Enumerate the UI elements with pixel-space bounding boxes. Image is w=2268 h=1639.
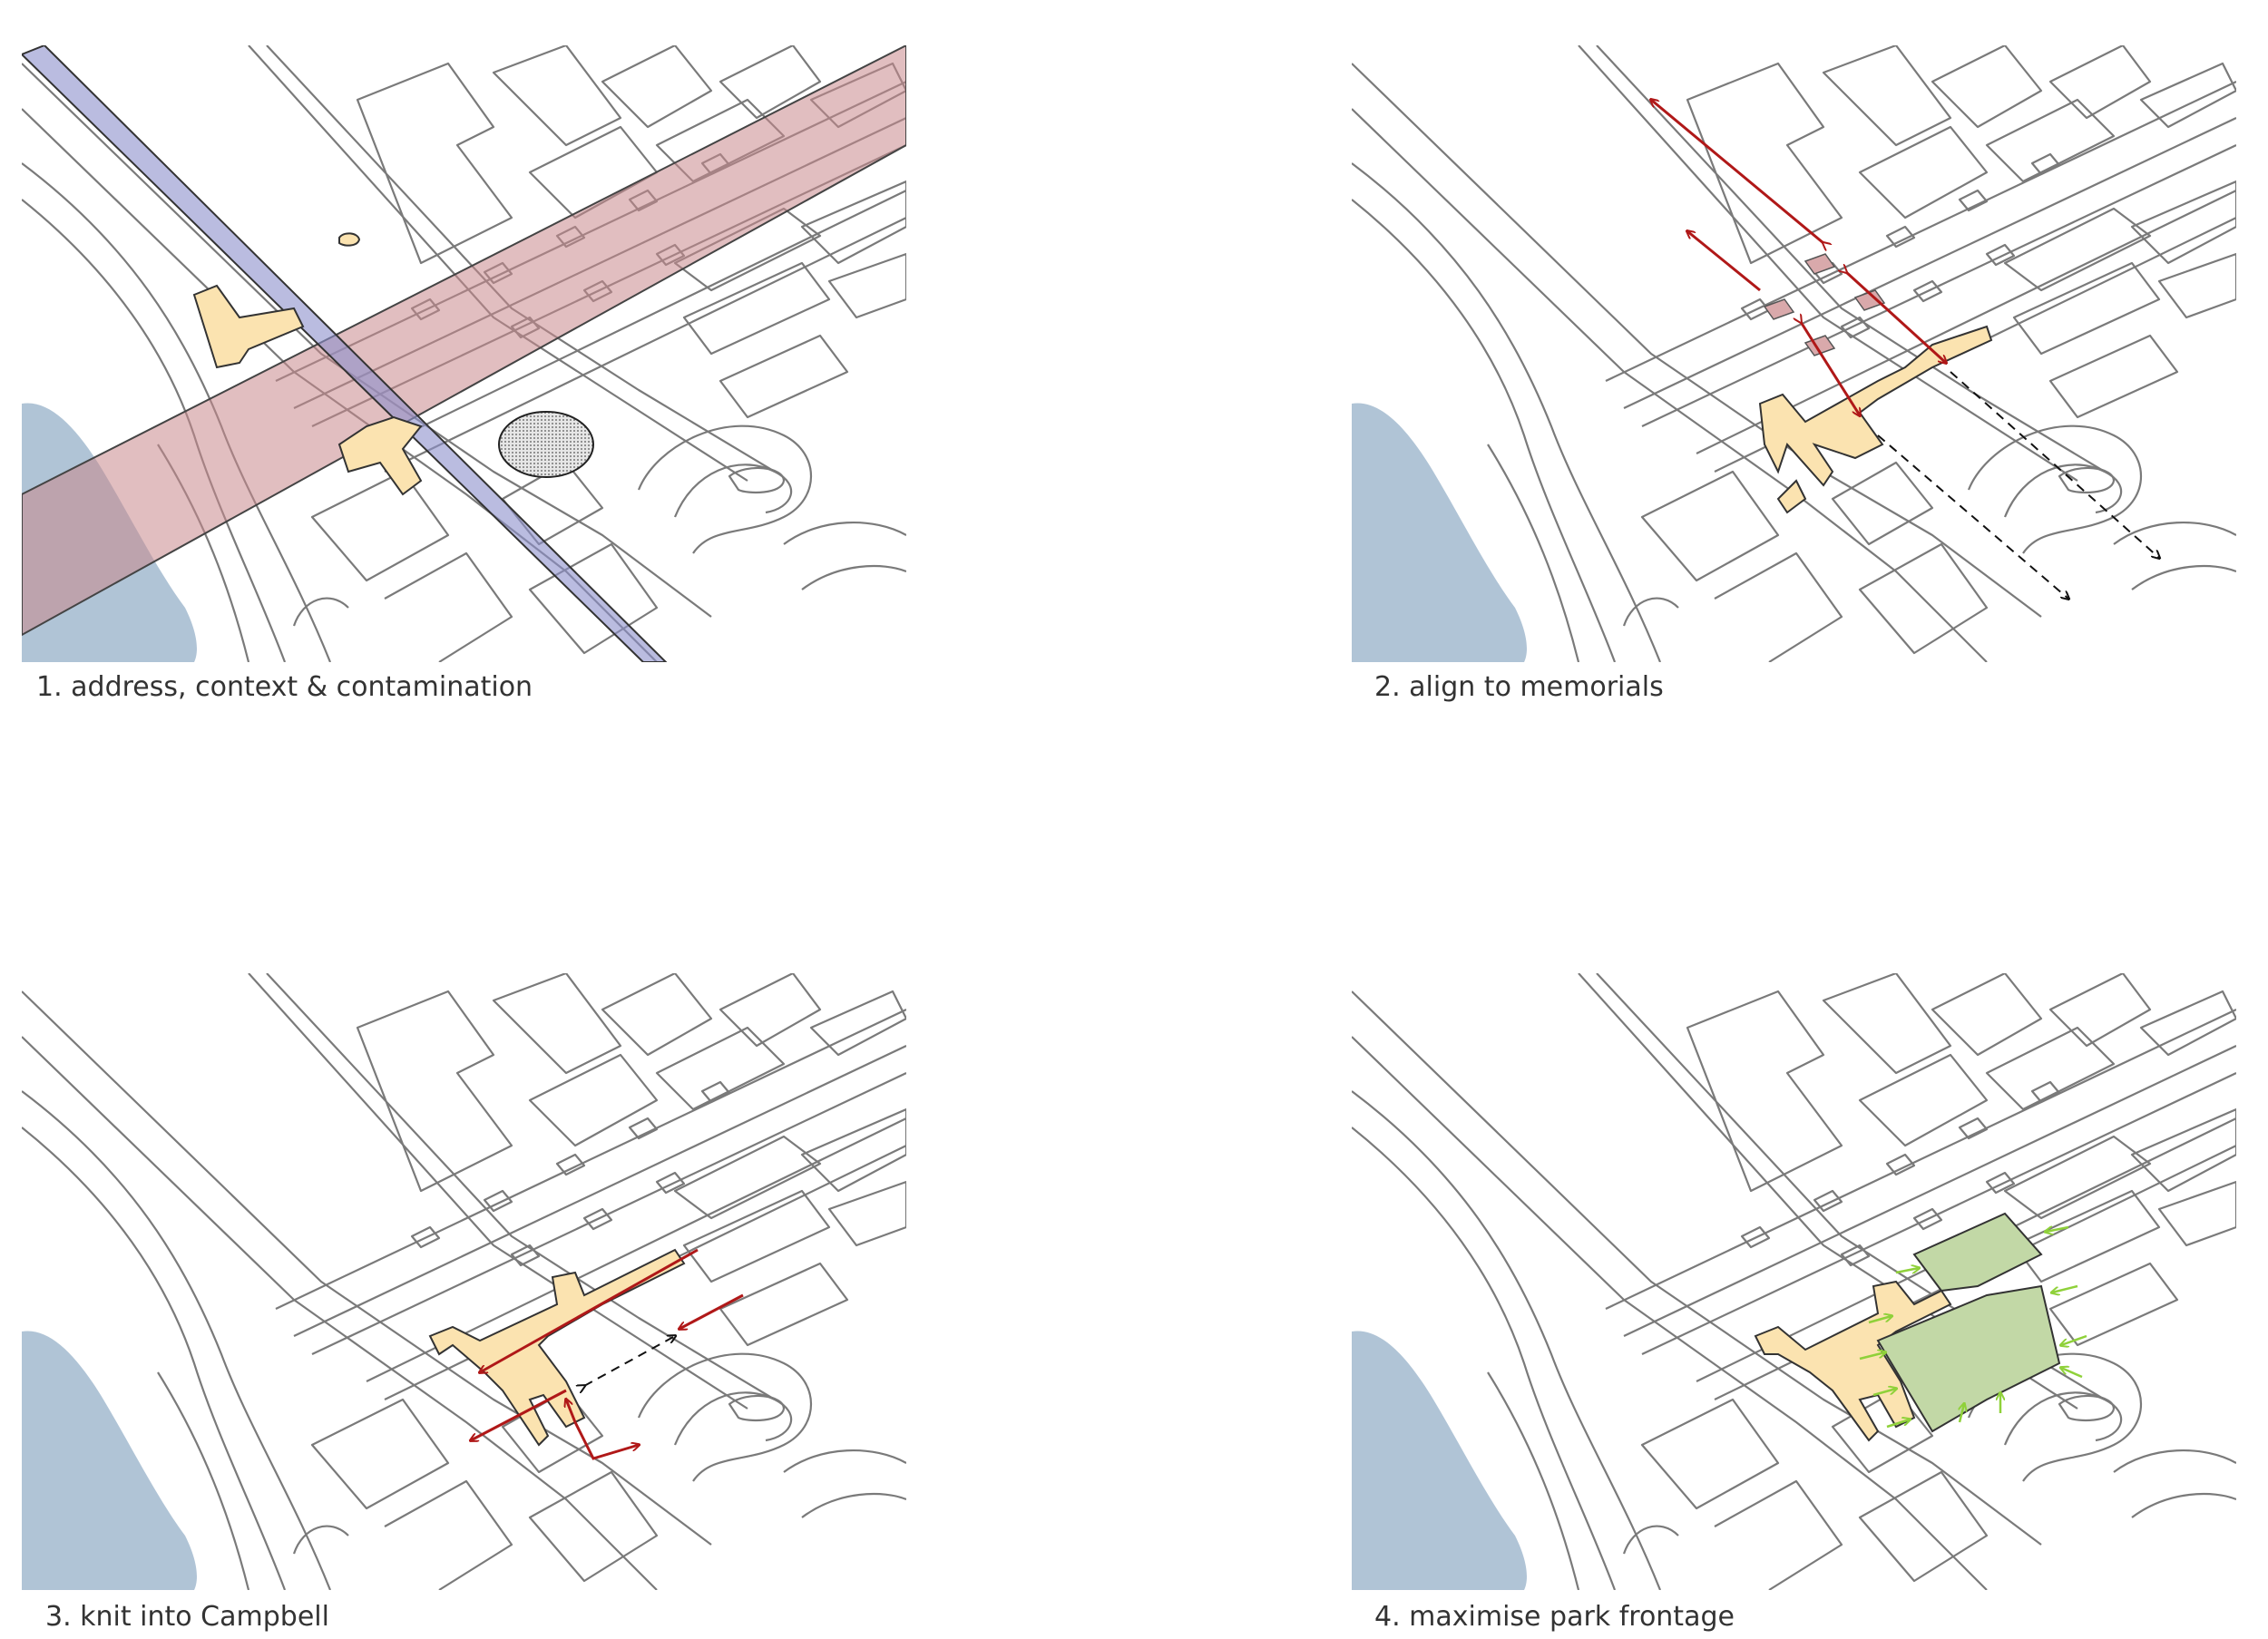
small-marker [338, 232, 361, 247]
memorial-1 [1804, 253, 1836, 275]
link-dashed [584, 1336, 675, 1386]
street-t-north [192, 284, 305, 369]
panel-knit-campbell [22, 973, 906, 1590]
frontage-arrows [1859, 1227, 2087, 1429]
contamination-zone [498, 411, 594, 478]
memorial-2 [1763, 298, 1795, 320]
diagram-2-map [1352, 45, 2236, 662]
memorial-axis-east [1846, 272, 1946, 363]
avenue-band [22, 45, 906, 637]
memorial-axis-north [1651, 100, 1823, 243]
diagram-1-map [22, 45, 906, 662]
caption-1: 1. address, context & contamination [36, 671, 533, 703]
panel-align-memorials [1352, 45, 2236, 662]
panel-address-context [22, 45, 906, 662]
memorial-axis-center [1801, 322, 1860, 415]
panel-park-frontage [1352, 973, 2236, 1590]
view-line-1 [1950, 371, 2159, 558]
connector-east [679, 1293, 744, 1329]
diagram-3-map [22, 973, 906, 1590]
connector-long [480, 1248, 699, 1372]
street-network [1758, 325, 1993, 487]
street-t-south [337, 415, 423, 496]
connector-south [471, 1389, 567, 1440]
caption-2: 2. align to memorials [1374, 671, 1664, 703]
cross-band [22, 45, 668, 662]
park-area-south [1876, 1284, 2061, 1433]
street-network [1754, 1280, 1952, 1442]
park-area-north [1912, 1212, 2043, 1293]
diagram-4-map [1352, 973, 2236, 1590]
connector-turn [573, 1421, 639, 1460]
street-network [428, 1248, 686, 1447]
view-line-2 [1877, 434, 2068, 599]
caption-3: 3. knit into Campbell [45, 1601, 329, 1633]
caption-4: 4. maximise park frontage [1374, 1601, 1735, 1633]
memorial-axis-west [1687, 231, 1761, 292]
